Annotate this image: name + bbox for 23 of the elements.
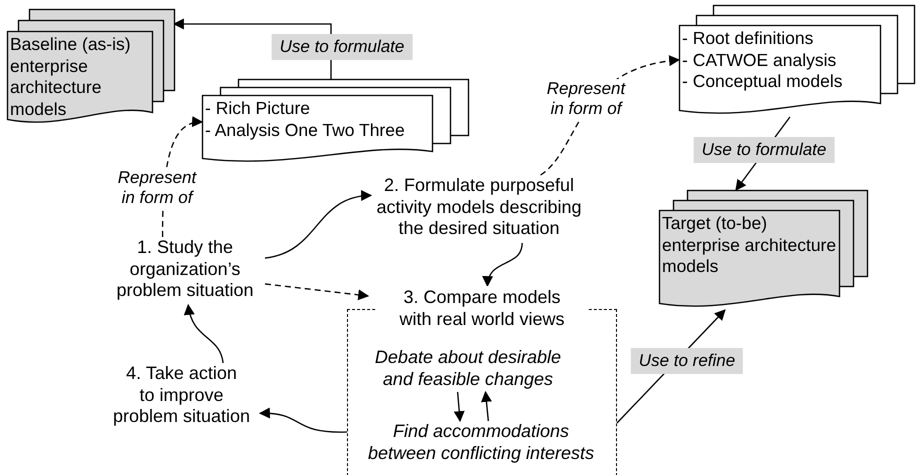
node-text: Baseline (as-is) enterprise architecture models	[10, 34, 132, 120]
arrow	[480, 390, 492, 422]
node-text: - Conceptual models	[682, 71, 844, 92]
edge-label: Use to refine	[630, 348, 744, 374]
node-text: Find accommodations between conflicting interests	[366, 421, 596, 464]
node-text: - Analysis One Two Three	[205, 120, 406, 141]
node-text: Debate about desirable and feasible changes	[374, 347, 562, 390]
node-text: 2. Formulate purposeful activity models describing the desired situation	[375, 175, 583, 240]
node-text: Target (to-be) enterprise architecture models	[662, 213, 838, 278]
node-text: - CATWOE analysis	[682, 50, 838, 71]
arrow	[264, 190, 372, 259]
node-text: 1. Study the organization’s problem situation	[115, 237, 255, 302]
node-text: - Root definitions	[682, 28, 814, 50]
edge-label: Use to formulate	[272, 34, 412, 60]
node-text: 3. Compare models with real world views	[398, 286, 566, 330]
dashed-arrow	[264, 283, 370, 300]
arrow	[454, 392, 465, 422]
arrow	[184, 304, 224, 364]
node-text: 4. Take action to improve problem situation	[112, 363, 252, 428]
node-text: - Rich Picture	[205, 98, 312, 120]
edge-label: Use to formulate	[694, 137, 834, 163]
arrow	[258, 408, 347, 433]
arrow	[483, 242, 523, 288]
